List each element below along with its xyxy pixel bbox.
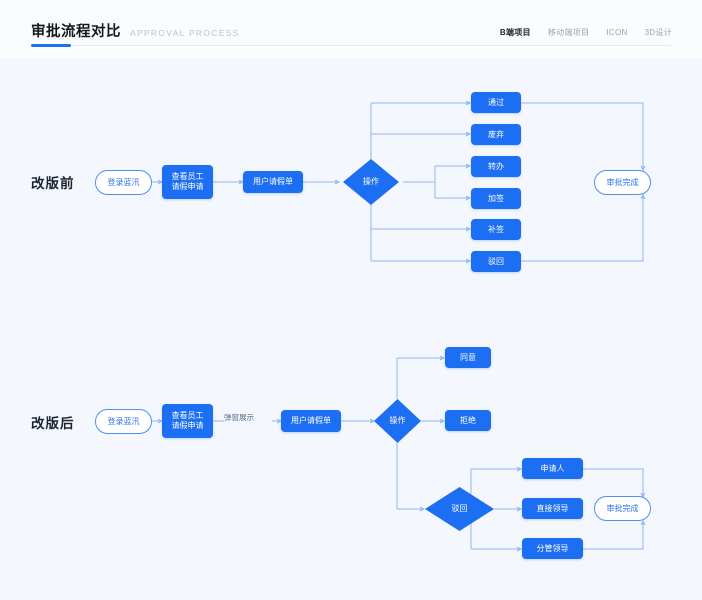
node-leave-form-after[interactable]: 用户请假单 — [281, 410, 341, 432]
nav-item-icon[interactable]: ICON — [606, 28, 628, 37]
node-decision-operation-before[interactable]: 操作 — [343, 159, 399, 205]
node-line-2: 请假申请 — [171, 421, 204, 430]
node-supervising-leader[interactable]: 分管领导 — [522, 538, 583, 559]
nav-item-mobile-projects[interactable]: 移动端项目 — [547, 28, 590, 37]
header-accent-bar — [31, 44, 71, 47]
node-decision-rejected[interactable]: 驳回 — [425, 487, 494, 531]
node-approval-complete-after[interactable]: 审批完成 — [594, 496, 651, 521]
section-label-before: 改版前 — [31, 176, 75, 191]
node-branch-reject[interactable]: 驳回 — [471, 251, 521, 272]
page-title: 审批流程对比 — [31, 24, 121, 40]
edge-label-popup: 弹窗展示 — [224, 413, 254, 422]
nav-item-b-projects[interactable]: B端项目 — [499, 28, 531, 37]
decision-label: 操作 — [389, 416, 406, 425]
diamond-shape — [425, 487, 494, 531]
decision-label: 驳回 — [451, 504, 468, 513]
header-divider — [31, 45, 671, 46]
diamond-shape — [343, 159, 399, 205]
node-leave-form-before[interactable]: 用户请假单 — [243, 171, 303, 193]
node-view-request-before[interactable]: 查看员工 请假申请 — [162, 165, 213, 199]
decision-label: 操作 — [363, 177, 379, 186]
section-label-after: 改版后 — [31, 416, 75, 431]
node-branch-discard[interactable]: 废弃 — [471, 124, 521, 145]
header-nav: B端项目 移动端项目 ICON 3D设计 — [483, 27, 672, 38]
node-reject[interactable]: 拒绝 — [445, 410, 491, 431]
nav-item-3d-design[interactable]: 3D设计 — [644, 28, 672, 37]
node-login-before[interactable]: 登录蓝汛 — [95, 170, 152, 195]
page-header: 审批流程对比 APPROVAL PROCESS B端项目 移动端项目 ICON … — [0, 0, 702, 58]
node-direct-leader[interactable]: 直接领导 — [522, 498, 583, 519]
page-subtitle: APPROVAL PROCESS — [130, 28, 240, 38]
node-agree[interactable]: 同意 — [445, 347, 491, 368]
node-branch-supplement-sign[interactable]: 补签 — [471, 219, 521, 240]
node-applicant[interactable]: 申请人 — [522, 458, 583, 479]
node-view-request-after[interactable]: 查看员工 请假申请 — [162, 404, 213, 438]
node-approval-complete-before[interactable]: 审批完成 — [594, 170, 651, 195]
node-branch-transfer[interactable]: 转办 — [471, 156, 521, 177]
node-line-1: 查看员工 — [171, 411, 204, 420]
node-line-2: 请假申请 — [171, 182, 204, 191]
diamond-shape — [374, 399, 421, 443]
header-title-group: 审批流程对比 APPROVAL PROCESS — [31, 20, 240, 41]
node-line-1: 查看员工 — [171, 172, 204, 181]
node-decision-operation-after[interactable]: 操作 — [374, 399, 421, 443]
node-branch-approve[interactable]: 通过 — [471, 92, 521, 113]
node-branch-countersign[interactable]: 加签 — [471, 188, 521, 209]
node-login-after[interactable]: 登录蓝汛 — [95, 409, 152, 434]
